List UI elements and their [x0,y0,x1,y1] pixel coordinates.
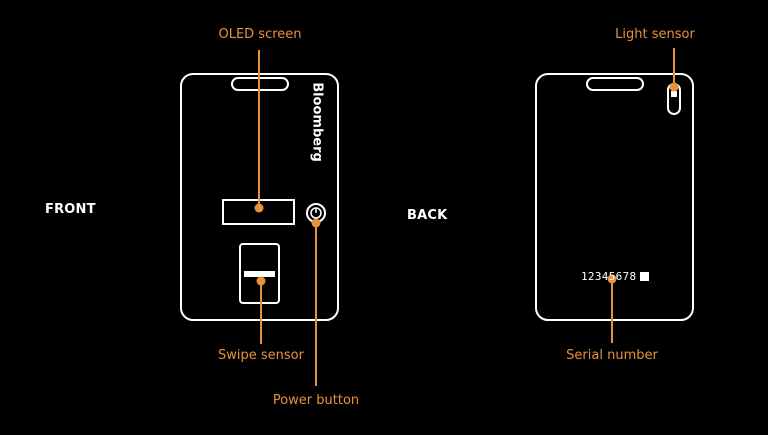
power-button-marker [311,218,321,228]
back-device [535,73,694,321]
brand-logo-text: Bloomberg [309,82,325,162]
oled-screen-callout: OLED screen [218,27,302,42]
serial-number-text: 12345678 [581,270,637,283]
back-card-outline [535,73,694,321]
back-callout-leaders [607,48,679,343]
swipe-sensor-housing [239,243,280,304]
power-button-callout: Power button [272,393,360,408]
oled-screen-marker [254,203,264,213]
serial-number-square [640,272,649,281]
serial-number-callout: Serial number [566,348,658,363]
serial-number-marker [607,274,617,284]
back-label: BACK [407,208,448,223]
front-callout-leaders [254,50,321,386]
swipe-sensor-marker [256,276,266,286]
swipe-sensor [244,271,275,277]
power-icon [310,207,322,219]
light-sensor-marker [669,82,679,92]
light-sensor [671,91,677,97]
light-sensor-callout: Light sensor [615,27,695,42]
swipe-sensor-callout: Swipe sensor [218,348,304,363]
back-lanyard-slot [586,77,644,91]
front-label: FRONT [45,202,96,217]
